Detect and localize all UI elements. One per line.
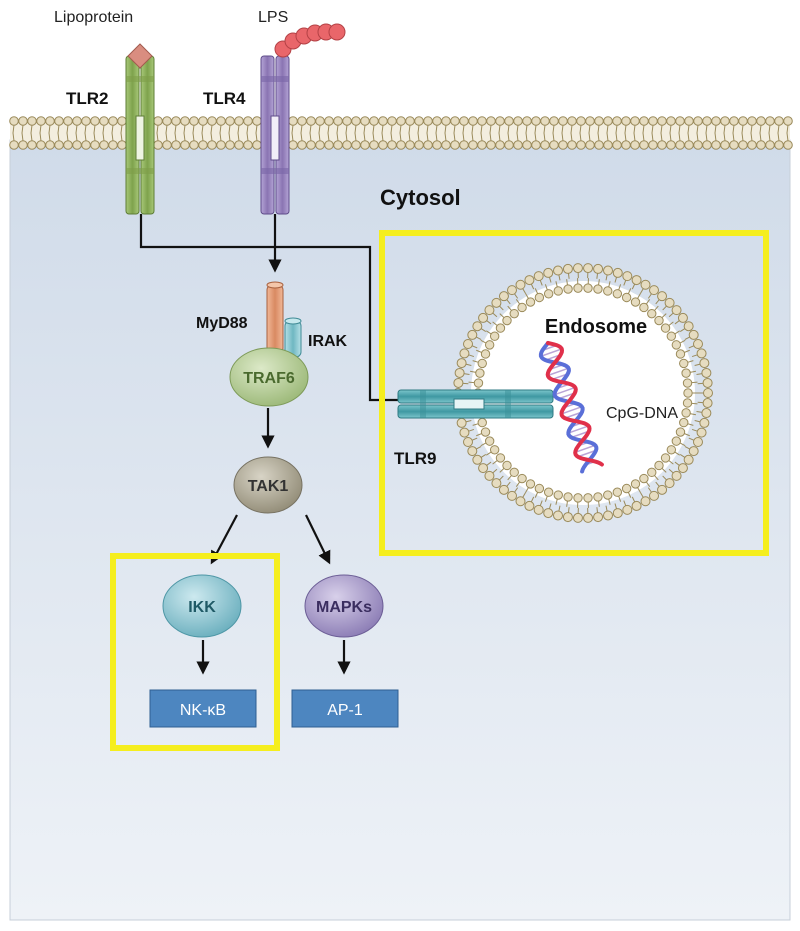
ikk-highlight-box xyxy=(110,553,280,751)
cytosol-label: Cytosol xyxy=(380,185,461,210)
tlr2-receptor xyxy=(125,55,155,215)
tlr9-receptor xyxy=(397,389,554,419)
ikk-node xyxy=(162,574,242,638)
lipoprotein-ligand-icon xyxy=(127,43,153,69)
endosome-lumen xyxy=(471,281,695,505)
endosome-highlight-box xyxy=(379,230,769,556)
lps-label: LPS xyxy=(258,9,288,26)
mapks-label: MAPKs xyxy=(316,599,372,616)
endosome-label: Endosome xyxy=(545,316,647,338)
lps-ligand-icon xyxy=(274,23,346,58)
tak1-node xyxy=(233,456,303,514)
cpg-dna-label: CpG-DNA xyxy=(606,405,678,422)
irak-label: IRAK xyxy=(308,333,348,350)
tlr4-label: TLR4 xyxy=(203,89,246,108)
ap1-box xyxy=(291,689,399,728)
tlr2-label: TLR2 xyxy=(66,89,109,108)
myd88-label: MyD88 xyxy=(196,315,248,332)
endosome-vesicle xyxy=(453,263,713,523)
tak1-to-mapks-arrow xyxy=(305,514,331,565)
ap1-label: AP-1 xyxy=(327,702,363,719)
myd88-adapter xyxy=(266,281,284,354)
tlr9-label: TLR9 xyxy=(394,449,437,468)
traf6-label: TRAF6 xyxy=(243,370,295,387)
cytosol-background xyxy=(9,139,791,921)
tlr4-receptor xyxy=(260,55,290,215)
lipoprotein-label: Lipoprotein xyxy=(54,9,133,26)
nfkb-label: NK-κB xyxy=(180,702,226,719)
tak1-label: TAK1 xyxy=(248,478,289,495)
traf6-node xyxy=(229,347,309,407)
mapks-node xyxy=(304,574,384,638)
tlr2-to-junction-line xyxy=(139,214,275,249)
nfkb-box xyxy=(149,689,257,728)
ikk-label: IKK xyxy=(188,599,216,616)
cpg-dna-helix-icon xyxy=(538,341,604,474)
